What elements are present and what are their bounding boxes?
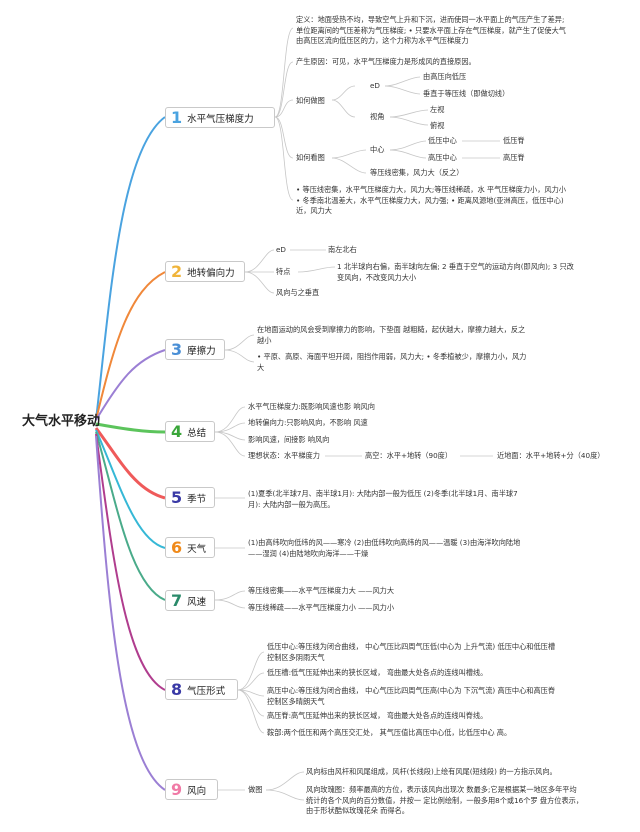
b1-ed: eD	[370, 81, 380, 90]
b1-dense: 等压线密集，风力大（反之）	[370, 168, 464, 177]
b7-text-1: 等压线密集——水平气压梯度力大 ——风力大	[248, 586, 395, 595]
branch-4-label: 总结	[187, 427, 207, 439]
branch-6-node[interactable]: 6 天气	[165, 537, 215, 558]
b5-text: (1)夏季(北半球7月、南半球1月): 大陆内部一般为低压 (2)冬季(北半球1…	[248, 489, 518, 509]
b1-cause: 产生原因：可见，水平气压梯度力是形成风的直接原因。	[296, 57, 476, 66]
b4-text-1: 水平气压梯度力:既影响风速也影 响风向	[248, 402, 375, 411]
branch-6-label: 天气	[187, 543, 207, 555]
b1-low-center: 低压中心	[428, 136, 457, 145]
b1-view-2: 俯视	[430, 121, 445, 130]
b2-feature-value: 1 北半球向右偏，南半球向左偏; 2 垂直于空气的运动方向(即风向); 3 只改…	[337, 262, 574, 282]
branch-6-number: 6	[171, 537, 183, 557]
branch-7-label: 风速	[187, 596, 207, 608]
branch-5-label: 季节	[187, 493, 207, 505]
branch-9-label: 风向	[187, 785, 207, 797]
branch-4-number: 4	[171, 421, 183, 441]
b2-ed: eD	[276, 245, 286, 254]
branch-7-node[interactable]: 7 风速	[165, 590, 215, 611]
branch-3-wire	[95, 349, 166, 421]
b3-text-1: 在地面运动的风会受到摩擦力的影响，下垫面 越粗糙，起伏越大，摩擦力越大，反之越小	[257, 325, 526, 345]
branch-8-number: 8	[171, 679, 183, 699]
b9-wind-rose: 风向玫瑰图：频率最高的方位，表示该风向出现次 数最多;它是根据某一地区多年平均 …	[306, 785, 584, 815]
branch-8-wire	[95, 433, 166, 691]
b1-low-ridge: 低压脊	[503, 136, 525, 145]
b1-view: 视角	[370, 112, 385, 121]
branch-3-node[interactable]: 3 摩擦力	[165, 339, 225, 360]
b4-text-3: 影响风速，间接影 响风向	[248, 435, 330, 444]
b3-text-2: • 平原、高原、海面平坦开阔，阻挡作用弱，风力大; • 冬季植被少，摩擦力小，风…	[257, 352, 527, 372]
branch-4-wire	[95, 422, 166, 434]
branch-3-number: 3	[171, 339, 183, 359]
b1-high-center: 高压中心	[428, 153, 457, 162]
b1-center: 中心	[370, 145, 385, 154]
b2-ed-value: 南左北右	[328, 245, 357, 254]
b8-saddle: 鞍部:两个低压和两个高压交汇处， 其气压值比高压中心低，比低压中心 高。	[267, 728, 512, 737]
b8-high-ridge: 高压脊:高气压延伸出来的狭长区域， 弯曲最大处各点的连线叫脊线。	[267, 711, 488, 720]
branch-2-node[interactable]: 2 地转偏向力	[165, 261, 245, 282]
branch-7-wire	[95, 431, 166, 601]
branch-5-wire	[94, 427, 166, 500]
branch-1-wire	[95, 116, 166, 421]
branch-9-node[interactable]: 9 风向	[165, 779, 218, 800]
b4-high-altitude: 高空：水平+地转（90度）	[365, 451, 453, 460]
root-topic: 大气水平移动	[22, 414, 101, 429]
branch-2-label: 地转偏向力	[187, 267, 235, 279]
b1-definition: 定义：地面受热不均，导致空气上升和下沉，进而使同一水平面上的气压产生了差异; 单…	[296, 15, 566, 45]
b1-how-draw: 如何做图	[296, 96, 325, 105]
branch-9-number: 9	[171, 779, 183, 799]
b2-perpendicular: 风向与之垂直	[276, 288, 320, 297]
b8-low-trough: 低压槽:低气压延伸出来的狭长区域， 弯曲最大处各点的连线叫槽线。	[267, 668, 488, 677]
b9-draw: 做图	[248, 785, 263, 794]
branch-7-number: 7	[171, 590, 183, 610]
b4-ideal: 理想状态：水平梯度力	[248, 451, 320, 460]
branch-2-wire	[95, 271, 166, 421]
b4-text-2: 地转偏向力:只影响风向，不影响 风速	[248, 418, 368, 427]
branch-2-number: 2	[171, 261, 183, 281]
branch-5-number: 5	[171, 487, 183, 507]
branch-6-wire	[95, 429, 166, 549]
branch-8-label: 气压形式	[187, 685, 226, 697]
b9-wind-vane: 风向标由风杆和风尾组成，风杆(长线段)上绘有风尾(短线段) 的一方指示风向。	[306, 767, 557, 776]
b1-high-ridge: 高压脊	[503, 153, 525, 162]
b8-high-center: 高压中心:等压线为闭合曲线， 中心气压比四周气压高(中心为 下沉气流) 高压中心…	[267, 686, 556, 706]
branch-4-node[interactable]: 4 总结	[165, 421, 215, 442]
b1-view-1: 左视	[430, 105, 445, 114]
branch-3-label: 摩擦力	[187, 345, 216, 357]
b7-text-2: 等压线稀疏——水平气压梯度力小 ——风力小	[248, 603, 395, 612]
b1-bullets: • 等压线密集，水平气压梯度力大，风力大;等压线稀疏，水 平气压梯度力小，风力小…	[296, 185, 566, 215]
b8-low-center: 低压中心:等压线为闭合曲线， 中心气压比四周气压低(中心为 上升气流) 低压中心…	[267, 642, 556, 662]
b1-ed-1: 由高压向低压	[423, 72, 467, 81]
branch-8-node[interactable]: 8 气压形式	[165, 679, 238, 700]
branch-5-node[interactable]: 5 季节	[165, 487, 215, 508]
branch-9-wire	[95, 435, 166, 791]
b2-feature: 特点	[276, 267, 291, 276]
b4-near-ground: 近地面：水平+地转+分（40度）	[497, 451, 605, 460]
branch-1-number: 1	[171, 107, 183, 127]
branch-1-label: 水平气压梯度力	[187, 113, 254, 125]
b1-ed-2: 垂直于等压线（即做切线）	[423, 89, 510, 98]
branch-1-node[interactable]: 1 水平气压梯度力	[165, 107, 275, 128]
b1-how-see: 如何看图	[296, 153, 325, 162]
b6-text: (1)由高纬吹向低纬的风——寒冷 (2)由低纬吹向高纬的风——温暖 (3)由海洋…	[248, 538, 521, 558]
